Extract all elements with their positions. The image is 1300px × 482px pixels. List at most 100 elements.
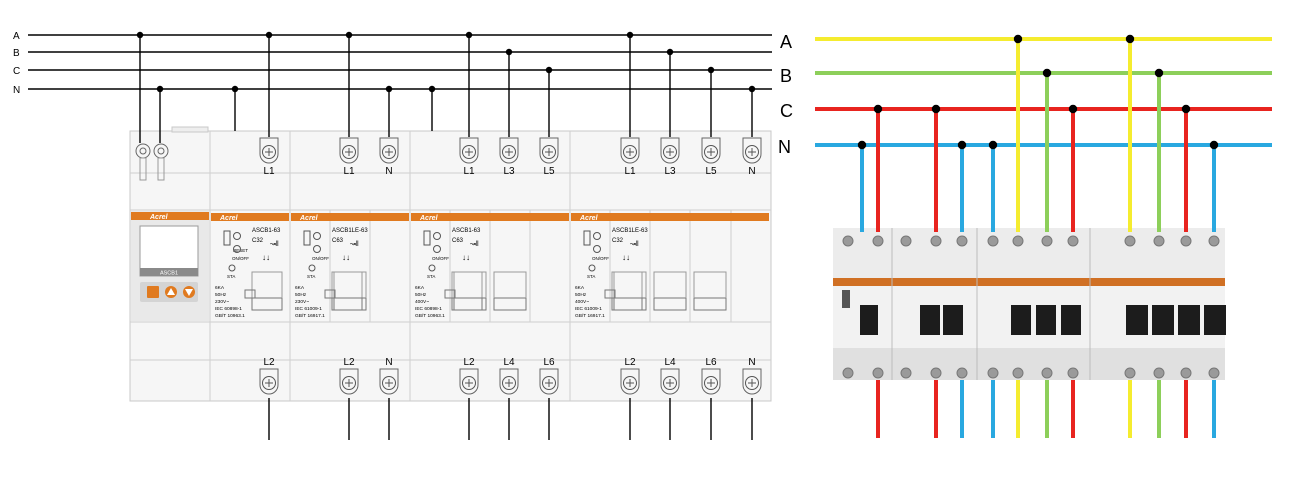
brand-label: Acrel [419, 215, 439, 222]
photo-toggle-lever [1204, 305, 1226, 335]
photo-toggles [842, 290, 1226, 335]
earth-symbol-icon [444, 289, 456, 299]
onoff-label: ON/OFF [312, 256, 329, 261]
rating-label: C63 [452, 238, 464, 244]
left-schematic: A B C N [13, 31, 772, 440]
terminal-screw [342, 376, 356, 390]
down-arrow-icon [185, 289, 193, 296]
photo-toggle-lever [1011, 305, 1031, 335]
terminal-screw [342, 145, 356, 159]
model-label: ASCB1-63 [252, 228, 281, 234]
onoff-label: ON/OFF [432, 256, 449, 261]
circuit-symbol-icon: ↝‖ [270, 241, 279, 248]
junction-dot [1154, 68, 1164, 78]
breaker-symbol-icon: ↓↓ [342, 253, 350, 262]
terminal-label: L6 [705, 357, 717, 368]
terminal-housing [660, 137, 680, 164]
handle-icon [423, 230, 431, 246]
rating-label: C63 [332, 238, 344, 244]
junction-dot [265, 31, 273, 39]
terminal-label: L1 [263, 166, 275, 177]
photo-toggle-lever [1152, 305, 1174, 335]
screw-terminal [339, 137, 359, 164]
junction-dot [345, 31, 353, 39]
junction-dot [231, 85, 239, 93]
pole-handle [693, 271, 727, 298]
photo-dividers [891, 228, 1091, 380]
handle-icon [303, 230, 311, 246]
pole-window [653, 297, 687, 311]
terminal-label: N [385, 166, 392, 177]
pole-window [493, 297, 527, 311]
reset-button [433, 245, 441, 253]
photo-bottom-screw [1124, 367, 1136, 379]
meter-module: Acrel ASCB1 [131, 143, 209, 321]
panel-clip [171, 126, 209, 133]
reset-button [313, 245, 321, 253]
earth-symbol-icon [604, 289, 616, 299]
status-label: STA [427, 274, 435, 279]
junction-dot [857, 140, 867, 150]
junction-dot [748, 85, 756, 93]
breaker-modules: AcrelASCB1-63C32RESETON/OFFSTA↓↓↝‖6KA50H… [211, 213, 769, 319]
rating-label: C32 [252, 238, 264, 244]
status-led [428, 264, 436, 272]
pole-window [613, 297, 647, 311]
terminal-screw [462, 376, 476, 390]
screw-terminal [742, 137, 762, 164]
terminal-housing [701, 368, 721, 395]
screw-terminal [259, 368, 279, 395]
meter-model-strip [140, 268, 198, 276]
photo-bottom-screw [872, 367, 884, 379]
junction-dot [505, 48, 513, 56]
breaker-photo [833, 228, 1226, 380]
junction-dot [1068, 104, 1078, 114]
photo-bottom-screw [930, 367, 942, 379]
meter-display [139, 225, 199, 277]
terminal-label: L1 [463, 166, 475, 177]
terminal-housing [499, 137, 519, 164]
terminal-screw [502, 145, 516, 159]
status-label: STA [587, 274, 595, 279]
terminal-label: N [748, 166, 755, 177]
right-bus-lines [815, 37, 1272, 147]
status-label: STA [227, 274, 235, 279]
terminal-screw [502, 376, 516, 390]
spec-line: 230V~ [215, 299, 229, 305]
junction-dot [465, 31, 473, 39]
breaker-module: AcrelASCB1LE-63C32ON/OFFSTA↓↓↝‖6KA50Hz40… [571, 213, 769, 319]
test-button [233, 232, 241, 240]
screw-terminal [499, 368, 519, 395]
junction-dot [1013, 34, 1023, 44]
terminal-housing [620, 137, 640, 164]
screw-terminal [701, 368, 721, 395]
terminal-screw [382, 145, 396, 159]
photo-meter-display [842, 290, 850, 308]
photo-top-screw [1012, 235, 1024, 247]
photo-top-screw [956, 235, 968, 247]
meter-menu-button[interactable] [147, 286, 159, 298]
brand-label: Acrel [299, 215, 319, 222]
terminal-label: N [748, 357, 755, 368]
handle-icon [223, 230, 231, 246]
terminal-label: L2 [263, 357, 275, 368]
screw-terminal [701, 137, 721, 164]
junction-dot [707, 66, 715, 74]
pole-window [453, 297, 487, 311]
spec-line: 6KA [415, 285, 425, 291]
bus-label-c: C [780, 101, 793, 121]
breaker-symbol-icon: ↓↓ [462, 253, 470, 262]
bus-label-n: N [778, 137, 791, 157]
brand-strip [571, 213, 769, 221]
left-bus-lines [28, 34, 772, 90]
terminal-housing [499, 368, 519, 395]
terminal-housing [459, 368, 479, 395]
terminal-screw [745, 376, 759, 390]
terminal-screw [462, 145, 476, 159]
screw-terminal [660, 368, 680, 395]
screw-terminal [539, 368, 559, 395]
meter-brand: Acrel [149, 214, 169, 221]
screw-terminal [499, 137, 519, 164]
terminal-label: L4 [503, 357, 515, 368]
